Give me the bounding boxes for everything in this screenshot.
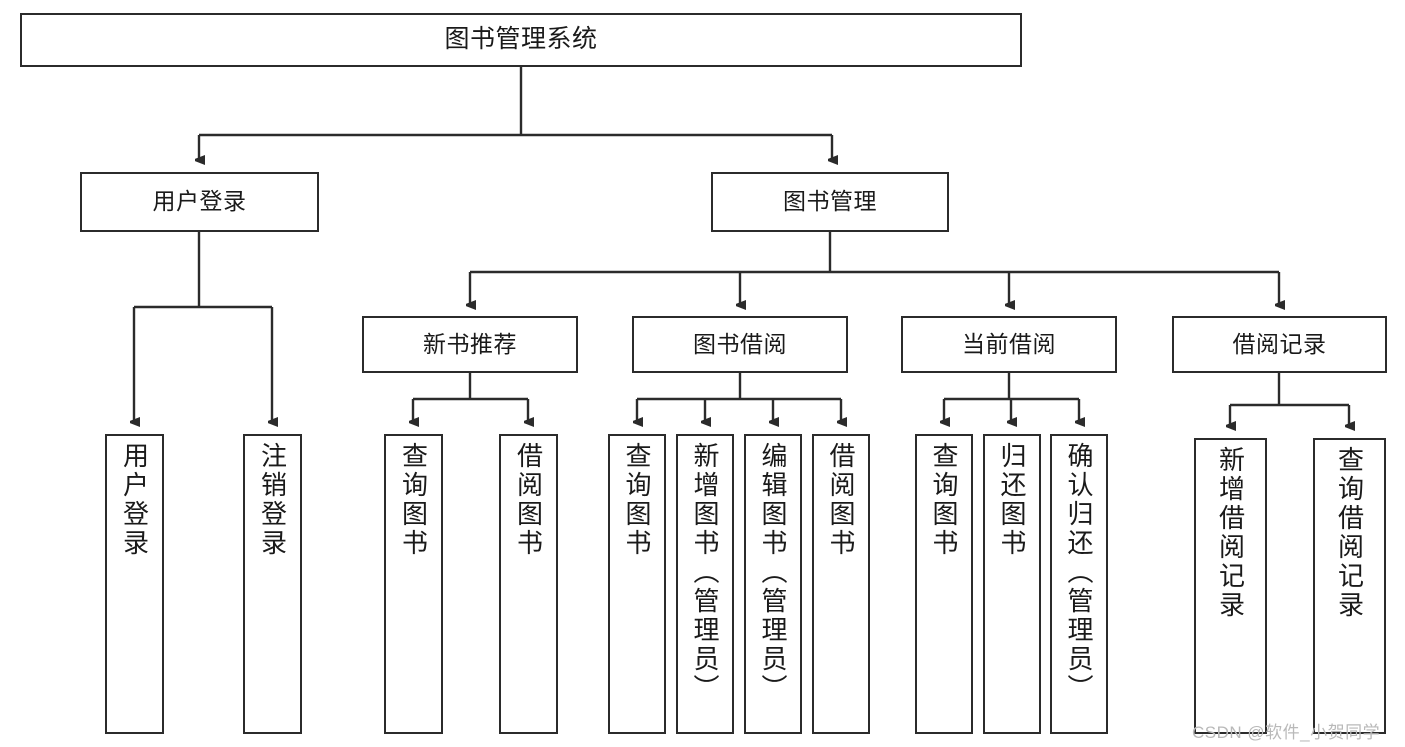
node-leaf-edit-book-label: 编辑图书（管理员）: [758, 442, 788, 703]
node-leaf-user-login-label: 用户登录: [119, 442, 150, 558]
node-new-book-recommend[interactable]: 新书推荐: [362, 316, 578, 373]
node-leaf-query-book-2-label: 查询图书: [622, 442, 652, 558]
node-current-borrow-label: 当前借阅: [962, 330, 1056, 357]
node-leaf-add-book[interactable]: 新增图书（管理员）: [676, 434, 734, 734]
node-borrow-record-label: 借阅记录: [1232, 330, 1327, 357]
node-book-borrow[interactable]: 图书借阅: [632, 316, 848, 373]
node-leaf-return-book-label: 归还图书: [997, 442, 1027, 558]
node-leaf-query-book-3[interactable]: 查询图书: [915, 434, 973, 734]
node-leaf-confirm-return[interactable]: 确认归还（管理员）: [1050, 434, 1108, 734]
node-leaf-logout-login[interactable]: 注销登录: [243, 434, 302, 734]
node-leaf-borrow-book-1[interactable]: 借阅图书: [499, 434, 558, 734]
node-root[interactable]: 图书管理系统: [20, 13, 1022, 67]
node-leaf-query-record-label: 查询借阅记录: [1334, 446, 1365, 620]
node-leaf-borrow-book-2[interactable]: 借阅图书: [812, 434, 870, 734]
node-leaf-query-record[interactable]: 查询借阅记录: [1313, 438, 1386, 734]
node-leaf-user-login[interactable]: 用户登录: [105, 434, 164, 734]
node-current-borrow[interactable]: 当前借阅: [901, 316, 1117, 373]
node-leaf-query-book-1-label: 查询图书: [398, 442, 429, 558]
node-user-login[interactable]: 用户登录: [80, 172, 319, 232]
node-leaf-return-book[interactable]: 归还图书: [983, 434, 1041, 734]
node-leaf-borrow-book-1-label: 借阅图书: [513, 442, 544, 558]
node-leaf-query-book-3-label: 查询图书: [929, 442, 959, 558]
node-leaf-borrow-book-2-label: 借阅图书: [826, 442, 856, 558]
node-root-label: 图书管理系统: [444, 25, 598, 54]
csdn-watermark: CSDN @软件_小贺同学: [1192, 723, 1381, 742]
node-book-borrow-label: 图书借阅: [693, 330, 787, 357]
node-user-login-label: 用户登录: [152, 188, 247, 215]
node-leaf-query-book-1[interactable]: 查询图书: [384, 434, 443, 734]
node-borrow-record[interactable]: 借阅记录: [1172, 316, 1387, 373]
node-leaf-logout-login-label: 注销登录: [257, 442, 288, 558]
node-leaf-edit-book[interactable]: 编辑图书（管理员）: [744, 434, 802, 734]
node-leaf-add-book-label: 新增图书（管理员）: [690, 442, 720, 703]
node-book-management-label: 图书管理: [783, 188, 877, 215]
node-leaf-add-record-label: 新增借阅记录: [1215, 446, 1246, 620]
node-new-book-recommend-label: 新书推荐: [423, 330, 517, 357]
node-leaf-confirm-return-label: 确认归还（管理员）: [1064, 442, 1094, 703]
node-leaf-add-record[interactable]: 新增借阅记录: [1194, 438, 1267, 734]
node-book-management[interactable]: 图书管理: [711, 172, 949, 232]
node-leaf-query-book-2[interactable]: 查询图书: [608, 434, 666, 734]
